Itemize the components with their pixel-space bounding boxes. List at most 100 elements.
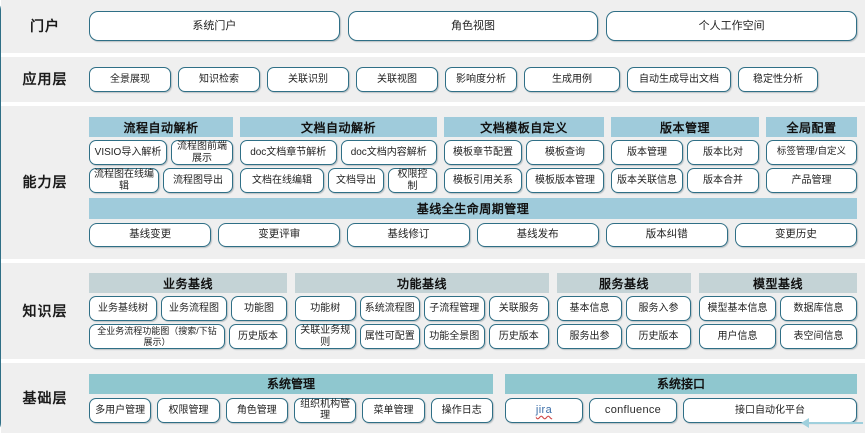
cap-item-doc-online-edit[interactable]: 文档在线编辑 bbox=[240, 168, 324, 194]
knowledge-group-row: 服务出参 历史版本 bbox=[557, 324, 691, 350]
lifecycle-item-baseline-release[interactable]: 基线发布 bbox=[476, 223, 599, 248]
kn-item-model-basic-info[interactable]: 模型基本信息 bbox=[699, 296, 776, 322]
capability-group-row: 标签管理/自定义 bbox=[766, 140, 857, 166]
knowledge-group-row: 用户信息 表空间信息 bbox=[699, 324, 857, 350]
cap-item-version-merge[interactable]: 版本合并 bbox=[687, 168, 759, 194]
found-item-confluence[interactable]: confluence bbox=[589, 397, 677, 423]
app-item-panorama[interactable]: 全景展现 bbox=[89, 66, 171, 92]
kn-item-database-info[interactable]: 数据库信息 bbox=[780, 296, 857, 322]
found-item-org-structure-mgmt[interactable]: 组织机构管理 bbox=[293, 397, 357, 423]
lifecycle-item-change-review[interactable]: 变更评审 bbox=[218, 223, 341, 248]
cap-item-doc-export[interactable]: 文档导出 bbox=[328, 168, 384, 194]
lifecycle-item-version-correction[interactable]: 版本纠错 bbox=[605, 223, 728, 248]
layer-portal: 门户 系统门户 角色视图 个人工作空间 bbox=[1, 0, 865, 53]
kn-item-function-panorama[interactable]: 功能全景图 bbox=[424, 324, 485, 350]
cap-item-flow-front-display[interactable]: 流程图前端展示 bbox=[171, 140, 233, 166]
capability-group-title: 流程自动解析 bbox=[89, 117, 233, 138]
jira-label: jira bbox=[535, 404, 553, 416]
lifecycle-item-change-history[interactable]: 变更历史 bbox=[734, 223, 858, 248]
layer-body-capability: 流程自动解析 VISIO导入解析 流程图前端展示 流程图在线编辑 流程图导出 文… bbox=[89, 106, 865, 259]
capability-group-title: 文档自动解析 bbox=[240, 117, 437, 138]
kn-item-business-flow-chart[interactable]: 业务流程图 bbox=[161, 296, 227, 322]
baseline-lifecycle-title: 基线全生命周期管理 bbox=[89, 198, 857, 220]
app-item-knowledge-search[interactable]: 知识检索 bbox=[178, 66, 260, 92]
portal-item-system-portal[interactable]: 系统门户 bbox=[89, 11, 340, 42]
capability-group-row: 模板章节配置 模板查询 bbox=[444, 140, 604, 166]
knowledge-group-row: 基本信息 服务入参 bbox=[557, 296, 691, 322]
kn-item-service-output-param[interactable]: 服务出参 bbox=[557, 324, 622, 350]
found-item-multi-user-mgmt[interactable]: 多用户管理 bbox=[89, 397, 152, 423]
cap-item-permission-control[interactable]: 权限控制 bbox=[388, 168, 437, 194]
found-item-permission-mgmt[interactable]: 权限管理 bbox=[157, 397, 220, 423]
kn-item-history-version[interactable]: 历史版本 bbox=[488, 324, 549, 350]
app-item-auto-export-doc[interactable]: 自动生成导出文档 bbox=[627, 66, 731, 92]
cap-item-template-reference[interactable]: 模板引用关系 bbox=[444, 168, 522, 194]
knowledge-group-row: 功能树 系统流程图 子流程管理 关联服务 bbox=[295, 296, 549, 322]
capability-group-doc-parse: 文档自动解析 doc文档章节解析 doc文档内容解析 文档在线编辑 文档导出 权… bbox=[240, 117, 437, 194]
found-item-menu-mgmt[interactable]: 菜单管理 bbox=[362, 397, 425, 423]
layer-body-portal: 系统门户 角色视图 个人工作空间 bbox=[89, 0, 865, 53]
app-item-impact-analysis[interactable]: 影响度分析 bbox=[445, 66, 517, 92]
capability-group-title: 文档模板自定义 bbox=[444, 117, 604, 138]
cap-item-doc-content-parse[interactable]: doc文档内容解析 bbox=[340, 140, 437, 166]
knowledge-group-title: 服务基线 bbox=[557, 273, 691, 294]
app-item-stability-analysis[interactable]: 稳定性分析 bbox=[738, 66, 818, 92]
app-item-relation-recognition[interactable]: 关联识别 bbox=[267, 66, 349, 92]
kn-item-function-tree[interactable]: 功能树 bbox=[295, 296, 356, 322]
kn-item-related-service[interactable]: 关联服务 bbox=[488, 296, 549, 322]
cap-item-flow-online-edit[interactable]: 流程图在线编辑 bbox=[89, 168, 159, 194]
kn-item-related-business-rule[interactable]: 关联业务规则 bbox=[295, 324, 356, 350]
kn-item-basic-info[interactable]: 基本信息 bbox=[557, 296, 622, 322]
cap-item-version-mgmt[interactable]: 版本管理 bbox=[611, 140, 683, 166]
layer-label-portal: 门户 bbox=[30, 18, 60, 35]
knowledge-group-row: 模型基本信息 数据库信息 bbox=[699, 296, 857, 322]
kn-item-attribute-configurable[interactable]: 属性可配置 bbox=[359, 324, 420, 350]
kn-item-service-input-param[interactable]: 服务入参 bbox=[626, 296, 691, 322]
kn-item-system-flow-chart[interactable]: 系统流程图 bbox=[359, 296, 420, 322]
kn-item-tablespace-info[interactable]: 表空间信息 bbox=[780, 324, 857, 350]
capability-groups: 流程自动解析 VISIO导入解析 流程图前端展示 流程图在线编辑 流程图导出 文… bbox=[89, 117, 857, 194]
found-item-role-mgmt[interactable]: 角色管理 bbox=[225, 397, 288, 423]
app-item-relation-view[interactable]: 关联视图 bbox=[356, 66, 438, 92]
application-items: 全景展现 知识检索 关联识别 关联视图 影响度分析 生成用例 自动生成导出文档 … bbox=[89, 66, 857, 92]
confluence-label: confluence bbox=[604, 404, 662, 416]
capability-group-row: 流程图在线编辑 流程图导出 bbox=[89, 168, 233, 194]
cap-item-tag-mgmt-custom[interactable]: 标签管理/自定义 bbox=[766, 140, 857, 166]
capability-group-global-config: 全局配置 标签管理/自定义 产品管理 bbox=[766, 117, 857, 194]
layer-capability: 能力层 流程自动解析 VISIO导入解析 流程图前端展示 流程图在线编辑 流程图… bbox=[1, 105, 865, 259]
portal-item-role-view[interactable]: 角色视图 bbox=[347, 11, 599, 42]
kn-item-user-info[interactable]: 用户信息 bbox=[699, 324, 776, 350]
kn-item-history-version[interactable]: 历史版本 bbox=[229, 324, 287, 350]
foundation-group-system-interface: 系统接口 jira confluence 接口自动化平台 bbox=[505, 373, 857, 423]
app-item-generate-cases[interactable]: 生成用例 bbox=[524, 66, 620, 92]
kn-item-function-chart[interactable]: 功能图 bbox=[231, 296, 287, 322]
knowledge-group-function-baseline: 功能基线 功能树 系统流程图 子流程管理 关联服务 关联业务规则 属性可配置 功… bbox=[295, 273, 549, 350]
cap-item-template-chapter-config[interactable]: 模板章节配置 bbox=[444, 140, 522, 166]
capability-group-title: 全局配置 bbox=[766, 117, 857, 138]
found-item-operation-log[interactable]: 操作日志 bbox=[430, 397, 493, 423]
cap-item-product-mgmt[interactable]: 产品管理 bbox=[766, 168, 857, 194]
layer-foundation: 基础层 系统管理 多用户管理 权限管理 角色管理 组织机构管理 菜单管理 操作日… bbox=[1, 363, 865, 433]
cap-item-template-query[interactable]: 模板查询 bbox=[526, 140, 604, 166]
cap-item-version-relation-info[interactable]: 版本关联信息 bbox=[611, 168, 683, 194]
knowledge-group-title: 业务基线 bbox=[89, 273, 287, 294]
cap-item-visio-import-parse[interactable]: VISIO导入解析 bbox=[89, 140, 167, 166]
cap-item-version-compare[interactable]: 版本比对 bbox=[687, 140, 759, 166]
foundation-group-title: 系统管理 bbox=[89, 373, 493, 394]
lifecycle-item-baseline-change[interactable]: 基线变更 bbox=[89, 223, 212, 248]
found-item-jira[interactable]: jira bbox=[505, 397, 583, 423]
kn-item-history-version[interactable]: 历史版本 bbox=[626, 324, 691, 350]
cap-item-flow-export[interactable]: 流程图导出 bbox=[163, 168, 233, 194]
cap-item-template-version-mgmt[interactable]: 模板版本管理 bbox=[526, 168, 604, 194]
kn-item-subprocess-mgmt[interactable]: 子流程管理 bbox=[424, 296, 485, 322]
capability-group-row: 模板引用关系 模板版本管理 bbox=[444, 168, 604, 194]
cap-item-doc-chapter-parse[interactable]: doc文档章节解析 bbox=[240, 140, 337, 166]
knowledge-groups: 业务基线 业务基线树 业务流程图 功能图 全业务流程功能图（搜索/下钻展示） 历… bbox=[89, 273, 857, 350]
found-item-interface-automation-platform[interactable]: 接口自动化平台 bbox=[683, 397, 857, 423]
decorative-arrow-icon bbox=[801, 418, 863, 428]
kn-item-business-baseline-tree[interactable]: 业务基线树 bbox=[89, 296, 157, 322]
capability-group-row: 产品管理 bbox=[766, 168, 857, 194]
kn-item-full-business-flow-function-chart[interactable]: 全业务流程功能图（搜索/下钻展示） bbox=[89, 324, 225, 350]
lifecycle-item-baseline-revise[interactable]: 基线修订 bbox=[347, 223, 470, 248]
portal-item-personal-workspace[interactable]: 个人工作空间 bbox=[606, 11, 858, 42]
